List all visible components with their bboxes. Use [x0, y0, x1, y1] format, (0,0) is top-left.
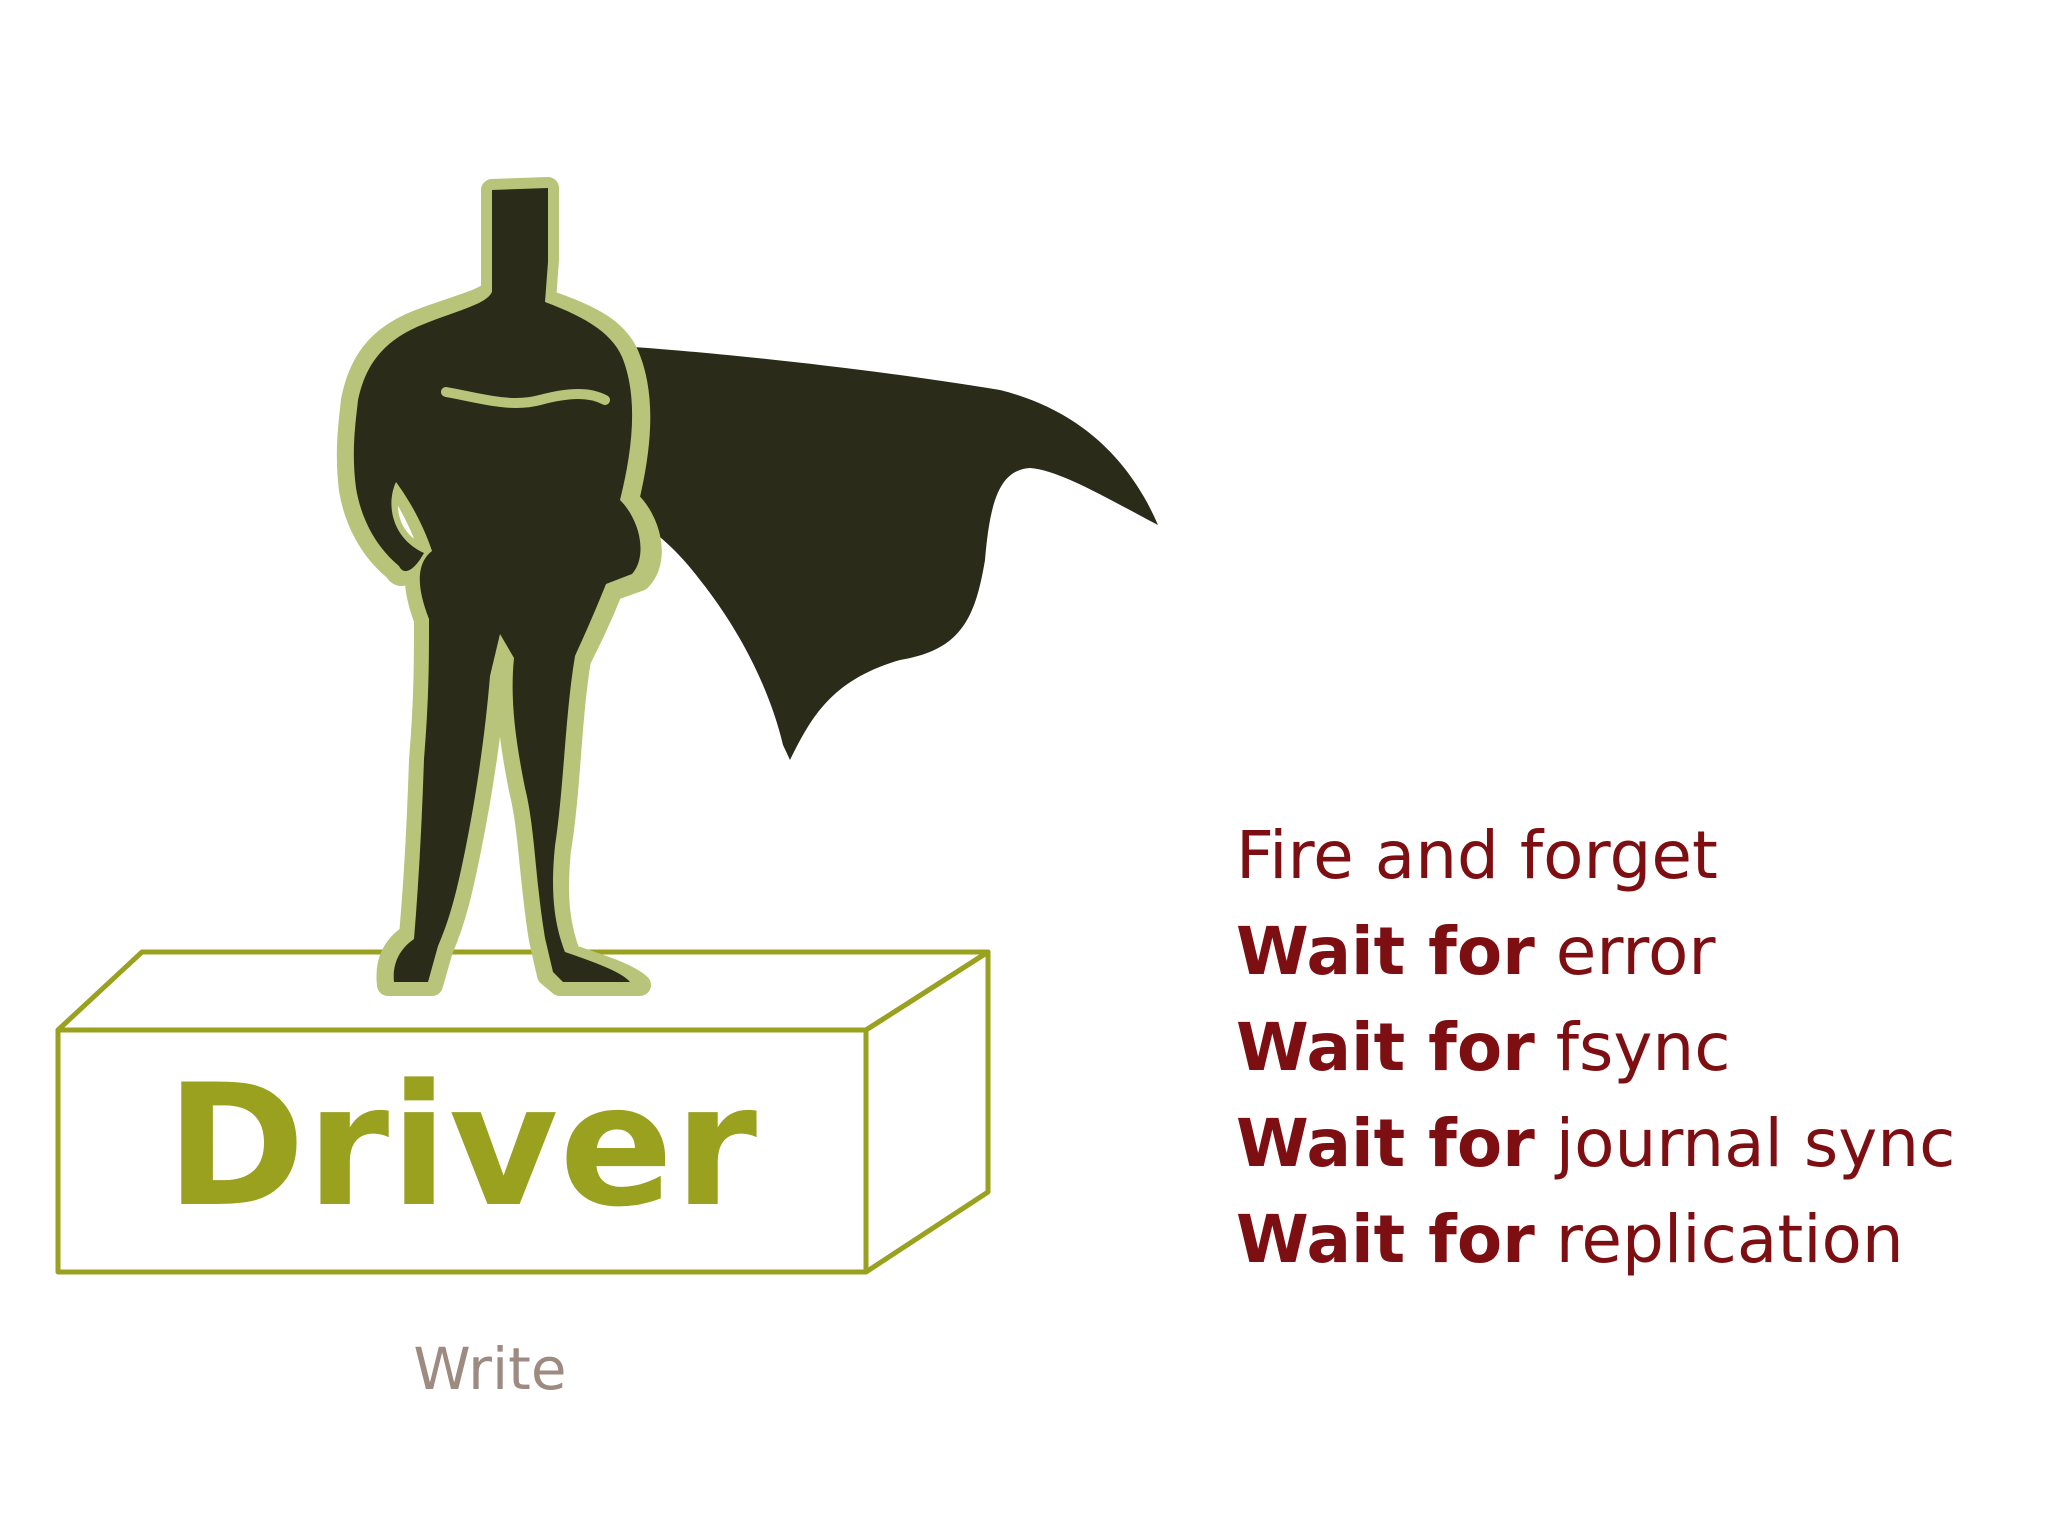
- superhero-silhouette-icon: [336, 177, 662, 996]
- option-line-4: Wait for journal sync: [1236, 1096, 2016, 1192]
- option-strong: Wait for: [1236, 1201, 1535, 1278]
- driver-box: [55, 949, 991, 1275]
- option-text: fsync: [1534, 1009, 1731, 1086]
- box-side-face: [863, 949, 991, 1275]
- option-line-3: Wait for fsync: [1236, 1000, 2016, 1096]
- box-top-face: [55, 949, 991, 1033]
- option-line-5: Wait for replication: [1236, 1192, 2016, 1288]
- option-text: error: [1534, 913, 1716, 990]
- option-text: Fire and forget: [1236, 817, 1718, 894]
- option-strong: Wait for: [1236, 1105, 1535, 1182]
- option-strong: Wait for: [1236, 1009, 1535, 1086]
- option-line-1: Fire and forget: [1236, 808, 2016, 904]
- option-strong: Wait for: [1236, 913, 1535, 990]
- option-text: journal sync: [1534, 1105, 1956, 1182]
- option-line-2: Wait for error: [1236, 904, 2016, 1000]
- caption-write: Write: [413, 1335, 567, 1403]
- option-text: replication: [1534, 1201, 1904, 1278]
- write-concern-options: Fire and forget Wait for error Wait for …: [1236, 808, 2016, 1288]
- cape-shape: [600, 345, 1158, 760]
- driver-label: Driver: [165, 1048, 759, 1244]
